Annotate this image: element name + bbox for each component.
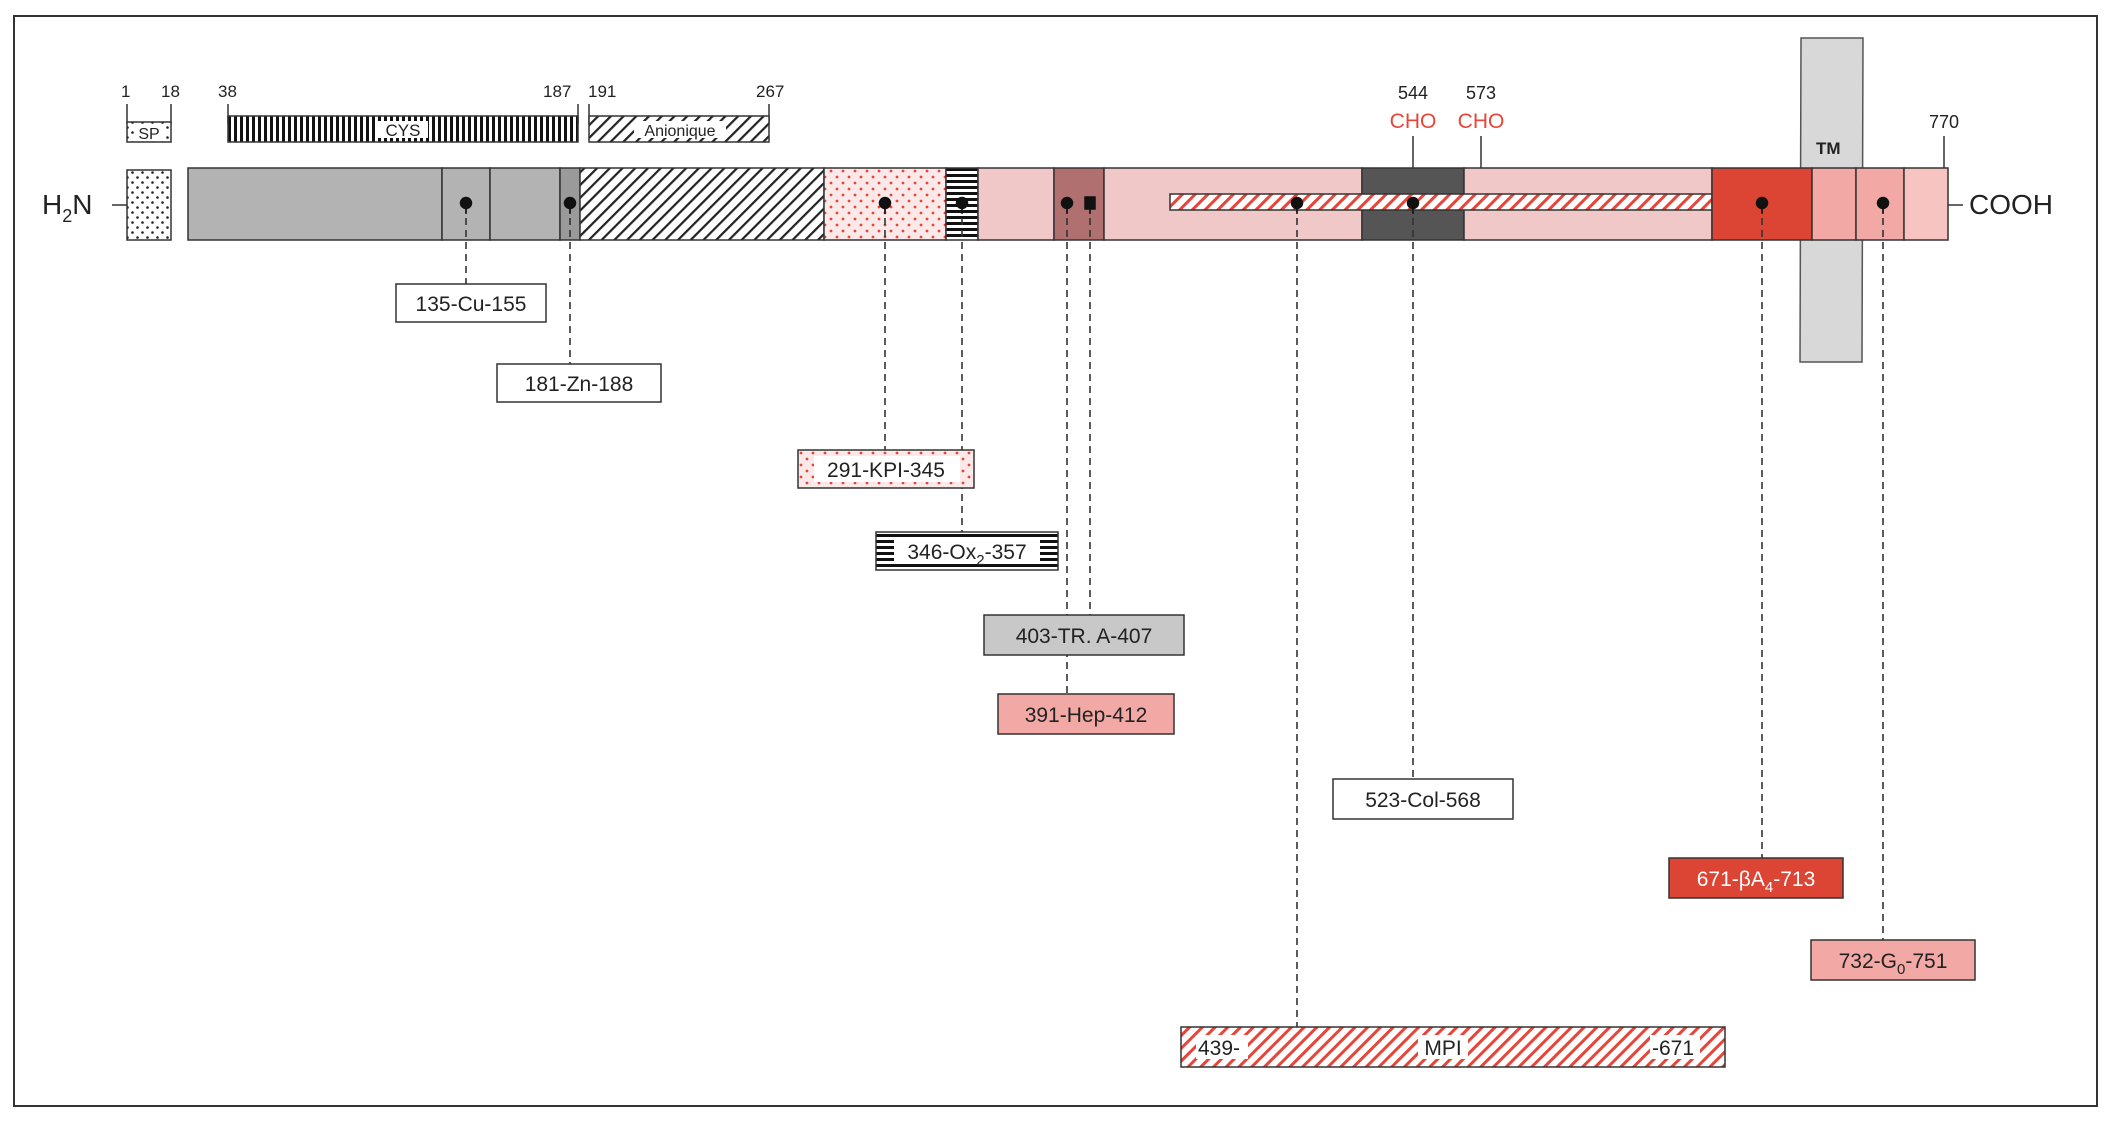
anionic-start-number: 191 (588, 82, 616, 101)
cho-573-label: CHO (1458, 110, 1505, 133)
svg-text:135-Cu-155: 135-Cu-155 (416, 293, 527, 316)
cterm-position-number: 770 (1929, 112, 1959, 132)
domain-label-col: 523-Col-568 (1332, 778, 1514, 820)
mpi-start: 439- (1198, 1037, 1240, 1060)
pin-mpi (1290, 196, 1304, 210)
tm-label: TM (1816, 139, 1841, 158)
anionic-segment (579, 167, 825, 241)
domain-label-beta-a4: 671-βA4-713 (1668, 857, 1844, 899)
domain-label-tra: 403-TR. A-407 (983, 614, 1185, 656)
bar-gray-segment-1 (187, 167, 443, 241)
domain-label-kpi: 291-KPI-345 (797, 449, 975, 489)
svg-text:732-G0-751: 732-G0-751 (1839, 950, 1948, 978)
bar-gray-segment-2 (489, 167, 561, 241)
pin-tra (1084, 196, 1096, 210)
svg-text:671-βA4-713: 671-βA4-713 (1697, 868, 1816, 896)
n-terminus: H2N (42, 169, 172, 241)
pink-segment-1 (977, 167, 1055, 241)
svg-text:291-KPI-345: 291-KPI-345 (827, 459, 945, 482)
sp-label: SP (138, 126, 159, 143)
cys-start-number: 38 (218, 82, 237, 101)
anionic-region-ruler: 191 267 Anionique (588, 82, 784, 143)
domain-label-g0: 732-G0-751 (1810, 939, 1976, 981)
cys-region-ruler: 38 187 CYS (218, 82, 579, 143)
pin-cu (459, 196, 473, 210)
pin-ox2 (955, 196, 969, 210)
pin-kpi (878, 196, 892, 210)
pink-segment-5 (1903, 167, 1949, 241)
c-terminus-label: COOH (1969, 189, 2053, 220)
pin-beta-a4 (1755, 196, 1769, 210)
domain-label-zn: 181-Zn-188 (496, 363, 662, 403)
svg-text:403-TR. A-407: 403-TR. A-407 (1016, 625, 1153, 648)
svg-text:391-Hep-412: 391-Hep-412 (1025, 704, 1148, 727)
domain-label-ox2: 346-Ox2-357 (875, 531, 1059, 571)
glycosylation-markers: 544 CHO 573 CHO (1390, 83, 1505, 168)
cho-573-number: 573 (1466, 83, 1496, 103)
cho-544-label: CHO (1390, 110, 1437, 133)
main-protein-bar (187, 167, 1949, 241)
cys-end-number: 187 (543, 82, 571, 101)
cys-label: CYS (386, 121, 421, 140)
mpi-label: MPI (1424, 1037, 1461, 1060)
mpi-end: -671 (1652, 1037, 1694, 1060)
anionic-end-number: 267 (756, 82, 784, 101)
pin-col (1406, 196, 1420, 210)
pin-heads (459, 196, 1890, 214)
cho-544-number: 544 (1398, 83, 1428, 103)
sp-start-number: 1 (121, 82, 130, 101)
connector-lines (465, 206, 1884, 1027)
pink-segment-4 (1811, 167, 1857, 241)
anionic-label: Anionique (644, 123, 715, 140)
svg-text:346-Ox2-357: 346-Ox2-357 (907, 541, 1026, 569)
pin-zn (563, 196, 577, 210)
signal-peptide-ruler: 1 18 SP (121, 82, 180, 143)
anionic-box (588, 115, 770, 143)
mpi-bar-overlay (1169, 193, 1713, 211)
pin-g0 (1876, 196, 1890, 210)
pin-hep (1060, 196, 1074, 210)
domain-label-hep: 391-Hep-412 (997, 693, 1175, 735)
sp-segment (126, 169, 172, 241)
svg-text:523-Col-568: 523-Col-568 (1365, 789, 1481, 812)
svg-text:181-Zn-188: 181-Zn-188 (525, 373, 634, 396)
domain-label-cu: 135-Cu-155 (395, 283, 547, 323)
n-terminus-label: H2N (42, 189, 92, 226)
domain-label-mpi: 439- MPI -671 (1180, 1026, 1726, 1068)
outer-frame (13, 15, 2098, 1107)
sp-end-number: 18 (161, 82, 180, 101)
